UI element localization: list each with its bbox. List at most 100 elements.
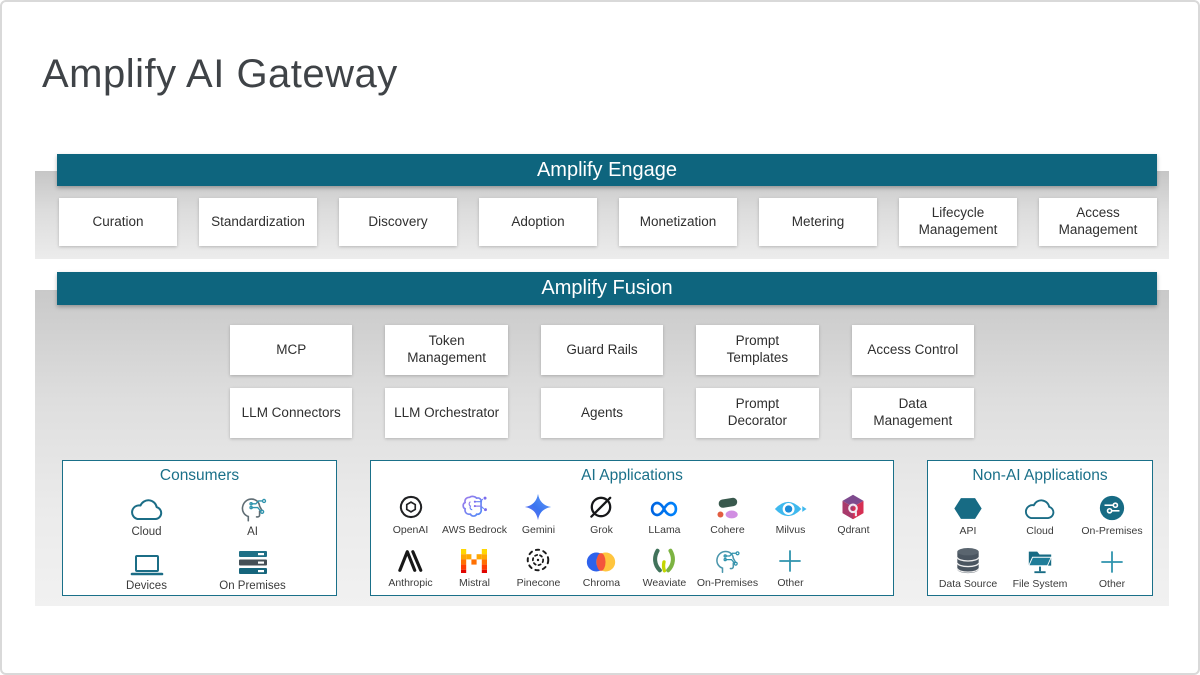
consumer-label: Devices: [126, 580, 167, 592]
vendor-label: Data Source: [938, 578, 998, 590]
fusion-item-prompt-decorator: Prompt Decorator: [696, 388, 819, 438]
engage-item-adoption: Adoption: [479, 198, 597, 246]
plus-icon: [1099, 545, 1125, 575]
vendor-anthropic: Anthropic: [379, 544, 442, 589]
consumer-label: Cloud: [131, 526, 162, 538]
page-title: Amplify AI Gateway: [42, 52, 398, 96]
vendor-other: Other: [759, 544, 822, 589]
fusion-item-token-management: Token Management: [385, 325, 508, 375]
vendor-label: On-Premises: [696, 577, 759, 589]
ai-head-icon: [237, 493, 269, 523]
milvus-icon: [773, 491, 808, 521]
fusion-item-llm-orchestrator: LLM Orchestrator: [385, 388, 508, 438]
consumers-title: Consumers: [159, 467, 240, 484]
engage-capabilities-row: Curation Standardization Discovery Adopt…: [59, 198, 1157, 246]
consumer-on-premises: On Premises: [211, 547, 295, 592]
database-icon: [955, 545, 981, 575]
consumer-label: AI: [247, 526, 258, 538]
vendor-label: OpenAI: [392, 524, 429, 536]
anthropic-icon: [396, 544, 426, 574]
vendor-qdrant: Qdrant: [822, 491, 885, 536]
consumers-panel: Consumers Cloud AI Devices: [62, 460, 337, 596]
vendor-mistral: Mistral: [442, 544, 507, 589]
nonai-on-premises: On-Premises: [1077, 492, 1147, 537]
engage-item-standardization: Standardization: [199, 198, 317, 246]
vendor-label: On-Premises: [1081, 525, 1143, 537]
vendor-cohere: Cohere: [696, 491, 759, 536]
engage-item-discovery: Discovery: [339, 198, 457, 246]
vendor-label: API: [959, 525, 977, 537]
vendor-gemini: Gemini: [507, 491, 570, 536]
vendor-on-premises: On-Premises: [696, 544, 759, 589]
plus-icon: [777, 544, 803, 574]
nonai-api: API: [933, 492, 1003, 537]
nonai-cloud: Cloud: [1005, 492, 1075, 537]
vendor-label: Cloud: [1026, 525, 1054, 537]
cloud-icon: [129, 493, 165, 523]
amplify-engage-banner: Amplify Engage: [57, 154, 1157, 186]
pinecone-icon: [524, 544, 552, 574]
fusion-item-agents: Agents: [540, 388, 664, 438]
fusion-capabilities-row-1: MCP Token Management Guard Rails Prompt …: [230, 325, 975, 375]
weaviate-icon: [650, 544, 678, 574]
engage-item-curation: Curation: [59, 198, 177, 246]
on-premises-head-icon: [711, 544, 743, 574]
mistral-icon: [460, 544, 488, 574]
engage-item-lifecycle-management: Lifecycle Management: [899, 198, 1017, 246]
vendor-label: Chroma: [582, 577, 621, 589]
engage-item-access-management: Access Management: [1039, 198, 1157, 246]
vendor-label: Other: [777, 577, 804, 589]
vendor-label: AWS Bedrock: [442, 524, 507, 536]
consumer-devices: Devices: [105, 547, 189, 592]
non-ai-applications-title: Non-AI Applications: [972, 467, 1108, 484]
vendor-label: File System: [1012, 578, 1068, 590]
nonai-data-source: Data Source: [933, 545, 1003, 590]
grok-icon: [587, 491, 615, 521]
vendor-label: Qdrant: [837, 524, 870, 536]
consumers-grid: Cloud AI Devices On Premises: [63, 493, 336, 592]
vendor-label: Milvus: [775, 524, 806, 536]
fusion-item-guard-rails: Guard Rails: [540, 325, 664, 375]
vendor-label: Pinecone: [516, 577, 561, 589]
cloud-icon: [1023, 492, 1057, 522]
vendor-aws-bedrock: AWS Bedrock: [442, 491, 507, 536]
vendor-weaviate: Weaviate: [633, 544, 696, 589]
non-ai-applications-panel: Non-AI Applications API Cloud On-Premise…: [927, 460, 1153, 596]
vendor-label: Anthropic: [388, 577, 433, 589]
fusion-item-prompt-templates: Prompt Templates: [696, 325, 819, 375]
ai-applications-grid: OpenAI AWS Bedrock Gemini Grok: [371, 491, 893, 589]
cohere-icon: [712, 491, 742, 521]
vendor-pinecone: Pinecone: [507, 544, 570, 589]
openai-icon: [397, 491, 425, 521]
chroma-icon: [584, 544, 618, 574]
on-premises-circuit-icon: [1098, 492, 1126, 522]
vendor-openai: OpenAI: [379, 491, 442, 536]
vendor-label: Grok: [590, 524, 613, 536]
fusion-capabilities-row-2: LLM Connectors LLM Orchestrator Agents P…: [230, 388, 975, 438]
file-system-icon: [1025, 545, 1055, 575]
gemini-icon: [524, 491, 552, 521]
vendor-grok: Grok: [570, 491, 633, 536]
fusion-item-llm-connectors: LLM Connectors: [230, 388, 353, 438]
fusion-item-mcp: MCP: [230, 325, 353, 375]
engage-item-monetization: Monetization: [619, 198, 737, 246]
llama-icon: [647, 491, 681, 521]
laptop-icon: [130, 547, 164, 577]
ai-applications-title: AI Applications: [581, 467, 683, 484]
fusion-item-access-control: Access Control: [851, 325, 975, 375]
aws-bedrock-icon: [459, 491, 489, 521]
qdrant-icon: [839, 491, 867, 521]
vendor-label: Mistral: [459, 577, 490, 589]
vendor-llama: LLama: [633, 491, 696, 536]
api-hexagon-icon: [952, 492, 984, 522]
vendor-label: Gemini: [521, 524, 556, 536]
nonai-file-system: File System: [1005, 545, 1075, 590]
nonai-other: Other: [1077, 545, 1147, 590]
vendor-label: Other: [1098, 578, 1126, 590]
non-ai-applications-grid: API Cloud On-Premises Data Source: [928, 492, 1152, 590]
vendor-chroma: Chroma: [570, 544, 633, 589]
amplify-fusion-banner: Amplify Fusion: [57, 272, 1157, 305]
engage-item-metering: Metering: [759, 198, 877, 246]
consumer-ai: AI: [211, 493, 295, 538]
